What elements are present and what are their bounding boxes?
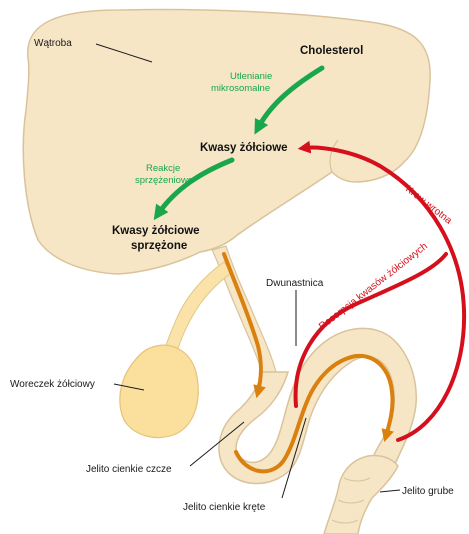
gallbladder-shape <box>120 345 198 437</box>
label-reabsorption: Resorpcja kwasów żółciowych <box>317 241 430 332</box>
label-duodenum: Dwunastnica <box>266 278 324 289</box>
label-microsomal-line2: mikrosomalne <box>211 83 270 94</box>
cystic-duct <box>164 262 232 356</box>
label-bile-acids: Kwasy żółciowe <box>200 142 288 154</box>
label-colon: Jelito grube <box>402 486 454 497</box>
portal-blood-arrow <box>304 148 464 440</box>
colon-leader <box>380 490 400 492</box>
label-conjugated-line2: sprzężone <box>131 240 187 252</box>
colon-shape <box>324 455 398 534</box>
label-liver: Wątroba <box>34 38 72 49</box>
label-conjugated-line1: Kwasy żółciowe <box>112 225 200 237</box>
label-jejunum: Jelito cienkie czcze <box>86 464 172 475</box>
label-ileum: Jelito cienkie kręte <box>183 502 266 513</box>
label-conjugation-line1: Reakcje <box>146 163 180 174</box>
label-conjugation-line2: sprzężeniowe <box>135 175 193 186</box>
label-microsomal-line1: Utlenianie <box>230 71 272 82</box>
label-cholesterol: Cholesterol <box>300 45 363 57</box>
label-gallbladder: Woreczek żółciowy <box>10 379 95 390</box>
label-portal-blood: Krew wrotna <box>403 184 454 227</box>
